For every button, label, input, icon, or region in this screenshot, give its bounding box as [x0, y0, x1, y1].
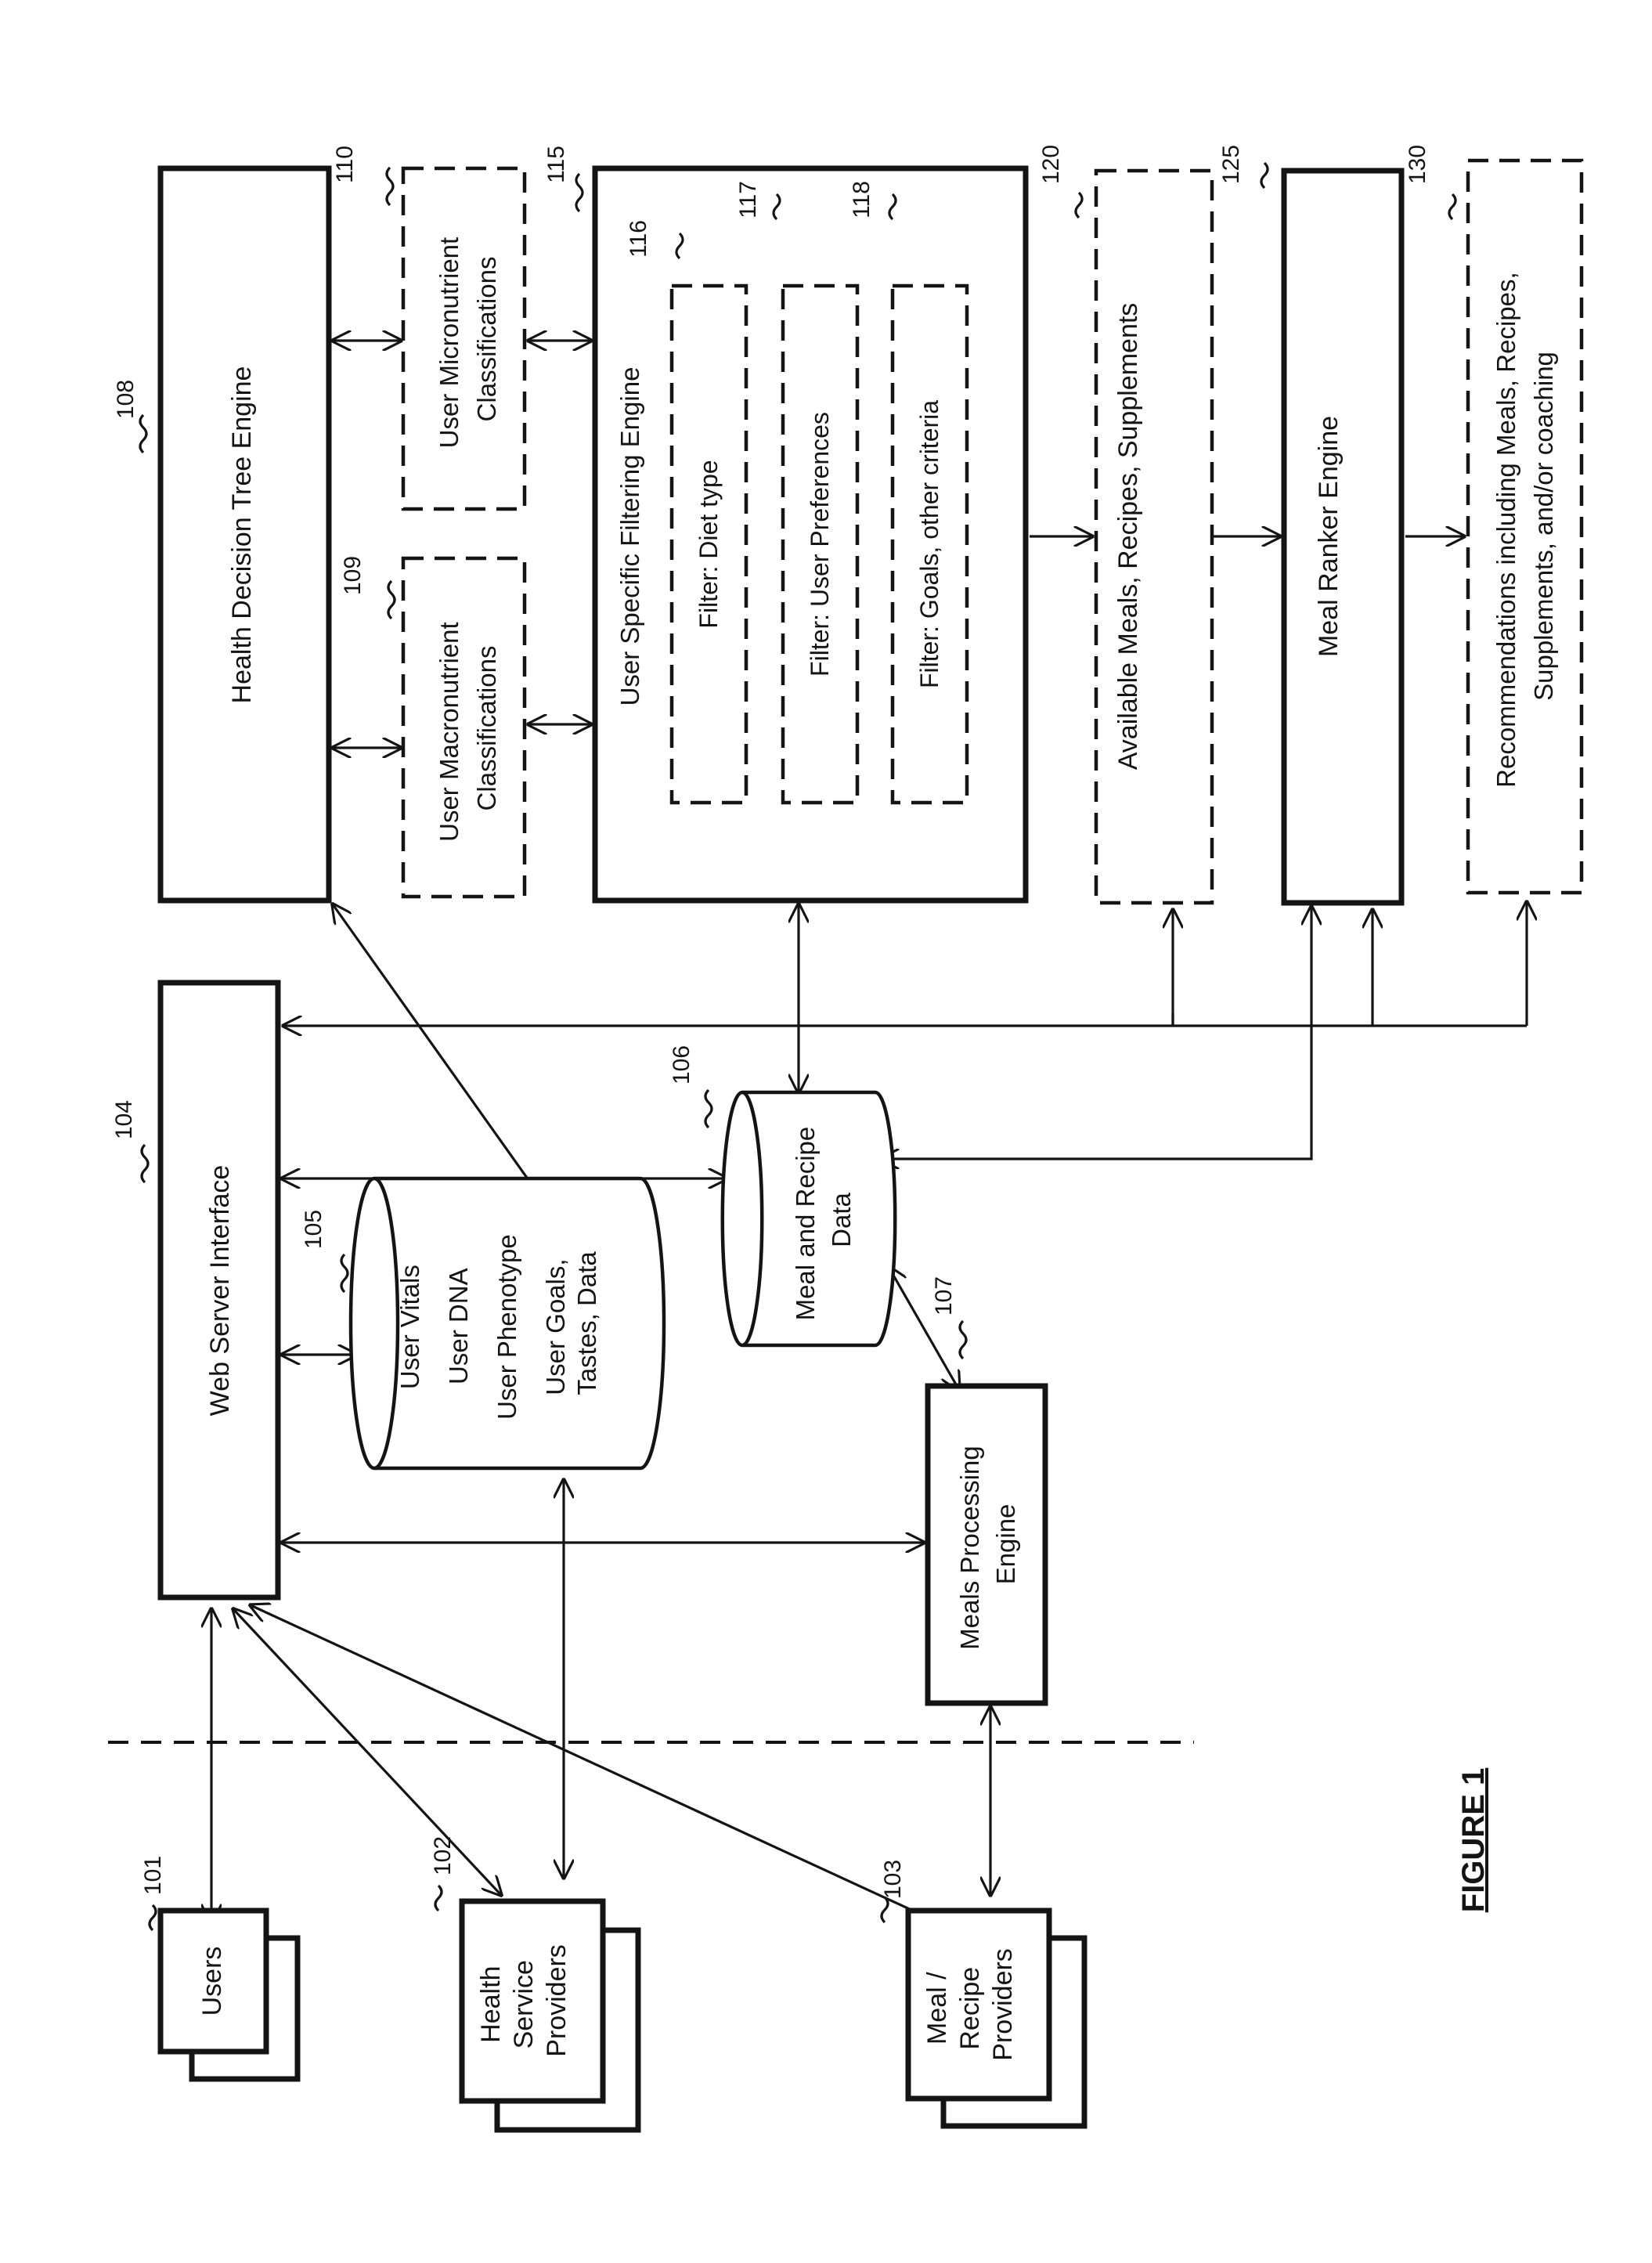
user-db-cylinder: User Vitals User DNA User Phenotype User… — [351, 1178, 664, 1468]
leader-105 — [341, 1254, 348, 1292]
arrow-health-providers-webserver — [233, 1609, 501, 1895]
arrow-ranker-mealdb — [881, 907, 1311, 1159]
macronutrient-box: User Macronutrient Classifications — [403, 558, 525, 897]
ref-102: 102 — [430, 1836, 456, 1875]
leader-102 — [435, 1886, 442, 1911]
leader-130 — [1449, 194, 1455, 219]
leader-104 — [142, 1145, 148, 1182]
filter-prefs-label: Filter: User Preferences — [806, 412, 834, 677]
micronutrient-box: User Micronutrient Classifications — [403, 168, 525, 509]
meal-providers-box: Meal / Recipe Providers — [908, 1911, 1084, 2126]
leader-125 — [1261, 163, 1268, 188]
filter-diet-label: Filter: Diet type — [694, 460, 723, 628]
arrow-meal-providers-webserver — [251, 1605, 943, 1925]
arrow-healthtree-userdb — [333, 904, 544, 1202]
leader-120 — [1076, 193, 1082, 218]
meals-processing-box: Meals Processing Engine — [928, 1386, 1045, 1703]
ref-120: 120 — [1038, 145, 1064, 184]
ref-105: 105 — [301, 1210, 326, 1249]
figure-caption: FIGURE 1 — [1456, 1768, 1491, 1912]
health-providers-label: Health Service Providers — [476, 1944, 572, 2057]
ref-130: 130 — [1405, 145, 1430, 184]
users-label: Users — [197, 1947, 227, 2016]
meal-ranker-label: Meal Ranker Engine — [1314, 416, 1344, 657]
ref-104: 104 — [111, 1100, 137, 1139]
ref-110: 110 — [332, 146, 358, 183]
leader-110 — [387, 168, 393, 205]
ref-117: 117 — [735, 181, 761, 218]
ref-103: 103 — [880, 1860, 906, 1899]
leader-109 — [388, 581, 395, 619]
leader-107 — [960, 1321, 966, 1359]
available-meals-label: Available Meals, Recipes, Supplements — [1113, 303, 1143, 771]
ref-125: 125 — [1218, 145, 1244, 184]
leader-106 — [705, 1090, 712, 1128]
users-box: Users — [161, 1911, 298, 2079]
available-meals-box: Available Meals, Recipes, Supplements — [1096, 171, 1212, 903]
health-decision-tree-box: Health Decision Tree Engine — [161, 168, 329, 901]
ref-101: 101 — [140, 1856, 166, 1895]
web-server-box: Web Server Interface — [161, 983, 278, 1597]
ref-116: 116 — [626, 220, 651, 258]
health-providers-box: Health Service Providers — [462, 1901, 638, 2130]
ref-108: 108 — [113, 380, 139, 419]
ref-118: 118 — [849, 181, 875, 218]
meal-db-cylinder: Meal and Recipe Data — [723, 1092, 895, 1345]
leader-115 — [576, 174, 583, 211]
filter-goals-label: Filter: Goals, other criteria — [915, 400, 943, 688]
ref-115: 115 — [543, 146, 569, 183]
ref-109: 109 — [340, 556, 366, 595]
leader-108 — [140, 415, 146, 453]
recommendations-box: Recommendations including Meals, Recipes… — [1468, 161, 1582, 893]
web-server-label: Web Server Interface — [205, 1165, 235, 1417]
filtering-engine-box: User Specific Filtering Engine Filter: D… — [595, 168, 1026, 901]
filtering-engine-label: User Specific Filtering Engine — [615, 367, 644, 706]
ref-107: 107 — [931, 1276, 957, 1316]
leader-101 — [150, 1905, 156, 1930]
meal-providers-label: Meal / Recipe Providers — [922, 1948, 1018, 2061]
leader-103 — [882, 1897, 888, 1922]
meal-ranker-box: Meal Ranker Engine — [1284, 171, 1401, 903]
health-tree-label: Health Decision Tree Engine — [227, 366, 257, 704]
ref-106: 106 — [669, 1045, 694, 1085]
